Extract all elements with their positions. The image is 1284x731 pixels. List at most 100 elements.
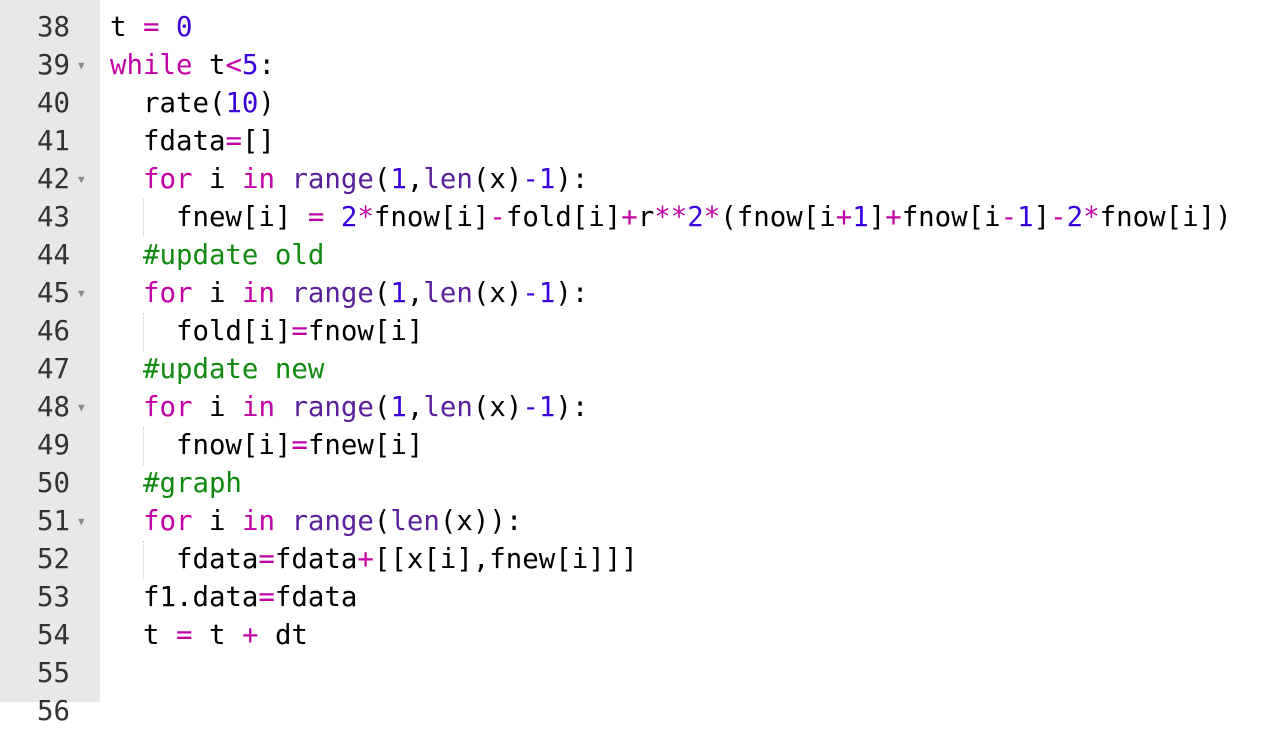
number-token: 1: [1017, 202, 1034, 233]
fold-toggle-icon[interactable]: ▼: [78, 515, 85, 528]
fold-toggle-icon[interactable]: ▼: [78, 59, 85, 72]
code-line[interactable]: 50 #graph: [0, 465, 1284, 503]
code-token: (x)):: [439, 506, 523, 537]
code-line[interactable]: 52 fdata=fdata+[[x[i],fnew[i]]]: [0, 541, 1284, 579]
code-token: ): [258, 88, 275, 119]
code-token: [110, 240, 143, 271]
code-token: (x): [472, 392, 523, 423]
builtin-token: len: [423, 278, 473, 309]
code-token: t: [192, 50, 226, 81]
comment-token: #update old: [142, 240, 325, 271]
code-text: t = 0: [110, 9, 192, 47]
code-token: t: [192, 620, 242, 651]
line-number: 40: [37, 88, 70, 119]
keyword-token: -: [1000, 202, 1018, 233]
number-token: 1: [390, 278, 407, 309]
code-line[interactable]: 37: [0, 0, 1284, 9]
code-text: #update old: [110, 237, 324, 275]
fold-toggle-icon[interactable]: ▼: [78, 173, 85, 186]
keyword-token: +: [357, 544, 374, 575]
code-token: ,: [406, 164, 424, 195]
builtin-token: range: [291, 392, 374, 423]
number-token: 1: [852, 202, 869, 233]
code-text: fnew[i] = 2*fnow[i]-fold[i]+r**2*(fnow[i…: [110, 199, 1232, 237]
code-token: t: [110, 12, 143, 43]
number-token: -1: [522, 278, 556, 309]
builtin-token: range: [291, 506, 374, 537]
line-number: 42: [37, 164, 70, 195]
code-text: t = t + dt: [110, 617, 308, 655]
code-line[interactable]: 48 ▼ for i in range(1,len(x)-1):: [0, 389, 1284, 427]
code-text: fdata=fdata+[[x[i],fnew[i]]]: [110, 541, 638, 579]
keyword-token: *: [357, 202, 374, 233]
keyword-token: +: [621, 202, 638, 233]
code-line[interactable]: 46 fold[i]=fnow[i]: [0, 313, 1284, 351]
code-line[interactable]: 42 ▼ for i in range(1,len(x)-1):: [0, 161, 1284, 199]
code-token: ]: [1033, 202, 1051, 233]
fold-toggle-icon[interactable]: ▼: [78, 287, 85, 300]
code-token: i: [192, 164, 242, 195]
code-token: (x): [472, 278, 523, 309]
code-text: for i in range(len(x)):: [110, 503, 522, 541]
number-token: 0: [175, 12, 193, 43]
builtin-token: len: [390, 506, 440, 537]
line-number: 47: [37, 354, 70, 385]
number-token: 2: [1066, 202, 1084, 233]
code-line[interactable]: 47 #update new: [0, 351, 1284, 389]
code-token: fnow[i: [901, 202, 1001, 233]
code-token: ):: [555, 392, 589, 423]
code-line[interactable]: 51 ▼ for i in range(len(x)):: [0, 503, 1284, 541]
code-token: fnow[i]): [1099, 202, 1232, 233]
line-number: 50: [37, 468, 70, 499]
code-text: #graph: [110, 465, 242, 503]
code-line[interactable]: 55: [0, 655, 1284, 693]
line-number: 37: [0, 0, 70, 9]
code-token: ]: [868, 202, 886, 233]
code-line[interactable]: 56: [0, 693, 1284, 731]
code-text: for i in range(1,len(x)-1):: [110, 389, 588, 427]
code-line[interactable]: 39 ▼ while t<5:: [0, 47, 1284, 85]
line-number: 49: [37, 430, 70, 461]
line-number: 55: [37, 658, 70, 689]
keyword-token: =: [307, 202, 325, 233]
code-text: while t<5:: [110, 47, 275, 85]
code-token: []: [241, 126, 275, 157]
line-number-gutter: [0, 0, 100, 702]
line-number: 51: [37, 506, 70, 537]
builtin-token: range: [291, 278, 374, 309]
number-token: -1: [522, 164, 556, 195]
code-token: fnow[i]: [110, 430, 292, 461]
code-line[interactable]: 49 fnow[i]=fnew[i]: [0, 427, 1284, 465]
code-line[interactable]: 41 fdata=[]: [0, 123, 1284, 161]
line-number: 54: [37, 620, 70, 651]
code-token: [[x[i],fnew[i]]]: [373, 544, 638, 575]
line-number: 48: [37, 392, 70, 423]
keyword-token: +: [241, 620, 259, 651]
code-line[interactable]: 43 fnew[i] = 2*fnow[i]-fold[i]+r**2*(fno…: [0, 199, 1284, 237]
code-token: fold[i]: [110, 316, 292, 347]
code-line[interactable]: 45▼ for i in range(1,len(x)-1):: [0, 275, 1284, 313]
code-token: (: [373, 164, 391, 195]
code-text: for i in range(1,len(x)-1):: [110, 161, 588, 199]
builtin-token: range: [291, 164, 374, 195]
keyword-token: =: [258, 544, 275, 575]
code-line[interactable]: 44 #update old: [0, 237, 1284, 275]
code-line[interactable]: 40 rate(10): [0, 85, 1284, 123]
code-token: fnow[i]: [373, 202, 490, 233]
code-line[interactable]: 54 t = t + dt: [0, 617, 1284, 655]
code-token: [110, 468, 143, 499]
code-line[interactable]: 53 f1.data=fdata: [0, 579, 1284, 617]
code-token: (x): [472, 164, 523, 195]
number-token: 5: [241, 50, 259, 81]
code-token: fdata: [110, 544, 259, 575]
indent-guide: [143, 313, 144, 351]
code-text: #update new: [110, 351, 324, 389]
line-number: 39: [37, 50, 70, 81]
code-token: [275, 506, 292, 537]
code-token: (: [373, 506, 391, 537]
line-number: 53: [37, 582, 70, 613]
fold-toggle-icon[interactable]: ▼: [78, 401, 85, 414]
line-number: 56: [37, 696, 70, 727]
